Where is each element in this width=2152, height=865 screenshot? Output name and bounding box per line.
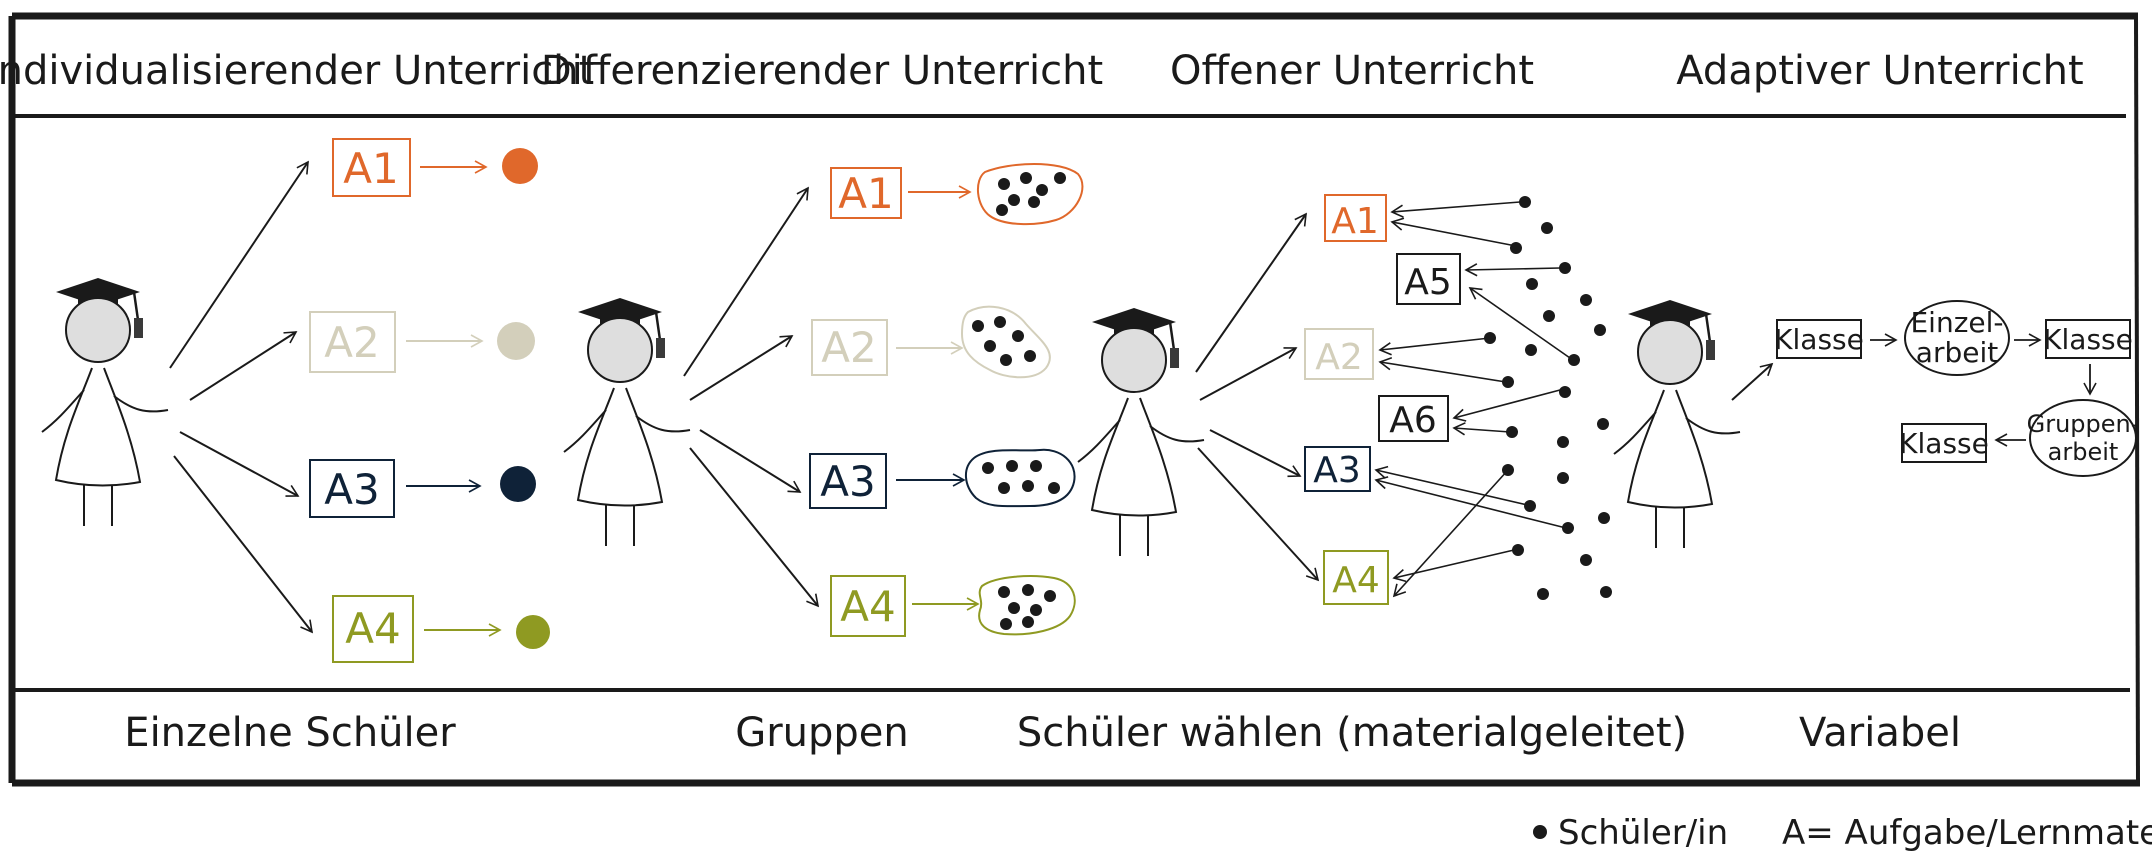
- task-box-a1: [1324, 194, 1387, 242]
- header-individualisierend: Individualisierender Unterricht: [0, 48, 594, 94]
- task-box-a6: [1378, 395, 1449, 442]
- legend-student-label: Schüler/in: [1558, 813, 1728, 853]
- student-dot: [500, 466, 536, 502]
- gruppenarbeit-label-1: Gruppen-: [2027, 410, 2140, 438]
- student-dots: [998, 584, 1056, 630]
- task-box-a2: [811, 319, 888, 376]
- student-dot: [516, 615, 550, 649]
- task-box-a5: [1396, 253, 1461, 305]
- task-box-a2: [1304, 328, 1374, 380]
- student-dot: [502, 148, 538, 184]
- student-group-olive: [978, 575, 1076, 636]
- task-box-a4: [332, 595, 414, 663]
- panel-adaptiv: Klasse Einzel- arbeit Klasse Gruppen- ar…: [1612, 298, 2140, 550]
- panel-individualisierend: A1 A2 A3 A4: [40, 138, 550, 663]
- task-label-a3: A3: [1313, 450, 1361, 491]
- gruppenarbeit-ellipse: [2029, 399, 2137, 477]
- task-label-a2: A2: [324, 318, 379, 367]
- legend-task-label: A= Aufgabe/Lernmaterial: [1782, 813, 2152, 853]
- task-label-a3: A3: [324, 465, 379, 514]
- task-label-a1: A1: [838, 169, 893, 218]
- student-dots: [972, 316, 1036, 366]
- task-box-a1: [830, 167, 902, 219]
- table-frame: [8, 12, 2140, 787]
- header-adaptiv: Adaptiver Unterricht: [1676, 48, 2083, 94]
- teacher-icon: [1076, 306, 1206, 558]
- task-label-a3: A3: [820, 457, 875, 506]
- legend: Schüler/in A= Aufgabe/Lernmaterial: [1533, 813, 2152, 853]
- task-label-a4: A4: [1332, 560, 1380, 601]
- teacher-icon: [1612, 298, 1742, 550]
- klasse-box: [2045, 319, 2131, 359]
- teacher-icon: [40, 276, 170, 528]
- student-group-orange: [977, 163, 1084, 226]
- task-box-a4: [1323, 550, 1389, 605]
- klasse-label: Klasse: [1774, 323, 1864, 356]
- header-differenzierend: Differenzierender Unterricht: [541, 48, 1103, 94]
- footer-schueler-waehlen: Schüler wählen (materialgeleitet): [1017, 710, 1687, 756]
- student-group-beige: [960, 305, 1051, 379]
- task-box-a1: [332, 138, 411, 197]
- einzelarbeit-ellipse: [1904, 300, 2010, 376]
- task-label-a1: A1: [343, 144, 398, 193]
- header-offen: Offener Unterricht: [1170, 48, 1534, 94]
- gruppenarbeit-label-2: arbeit: [2048, 438, 2119, 466]
- task-box-a3: [309, 459, 395, 518]
- footer-variabel: Variabel: [1799, 710, 1961, 756]
- teacher-icon: [562, 296, 692, 548]
- legend-student-dot: [1533, 825, 1547, 839]
- einzelarbeit-label-2: arbeit: [1916, 336, 1998, 369]
- task-label-a2: A2: [1315, 337, 1363, 378]
- klasse-label: Klasse: [1899, 427, 1989, 460]
- task-label-a6: A6: [1389, 400, 1437, 441]
- student-dots: [996, 172, 1066, 216]
- task-box-a2: [309, 311, 396, 373]
- panel-offen: A1 A5 A2 A6 A3 A4: [1076, 194, 1612, 605]
- klasse-label: Klasse: [2043, 323, 2133, 356]
- task-label-a1: A1: [1331, 201, 1379, 242]
- panel-differenzierend: A1 A2 A3 A4: [562, 163, 1084, 637]
- student-dots: [982, 460, 1060, 494]
- task-box-a3: [809, 453, 887, 509]
- einzelarbeit-label-1: Einzel-: [1910, 306, 2003, 339]
- task-label-a4: A4: [840, 582, 895, 631]
- footer-gruppen: Gruppen: [735, 710, 909, 756]
- klasse-box: [1901, 423, 1987, 463]
- task-label-a4: A4: [345, 604, 400, 653]
- student-dots: [1484, 196, 1612, 600]
- student-group-navy: [965, 448, 1076, 508]
- task-box-a3: [1304, 446, 1371, 492]
- task-label-a5: A5: [1404, 262, 1452, 303]
- task-box-a4: [830, 575, 906, 637]
- task-label-a2: A2: [821, 323, 876, 372]
- student-dot: [497, 322, 535, 360]
- footer-einzelne-schueler: Einzelne Schüler: [124, 710, 456, 756]
- klasse-box: [1776, 319, 1862, 359]
